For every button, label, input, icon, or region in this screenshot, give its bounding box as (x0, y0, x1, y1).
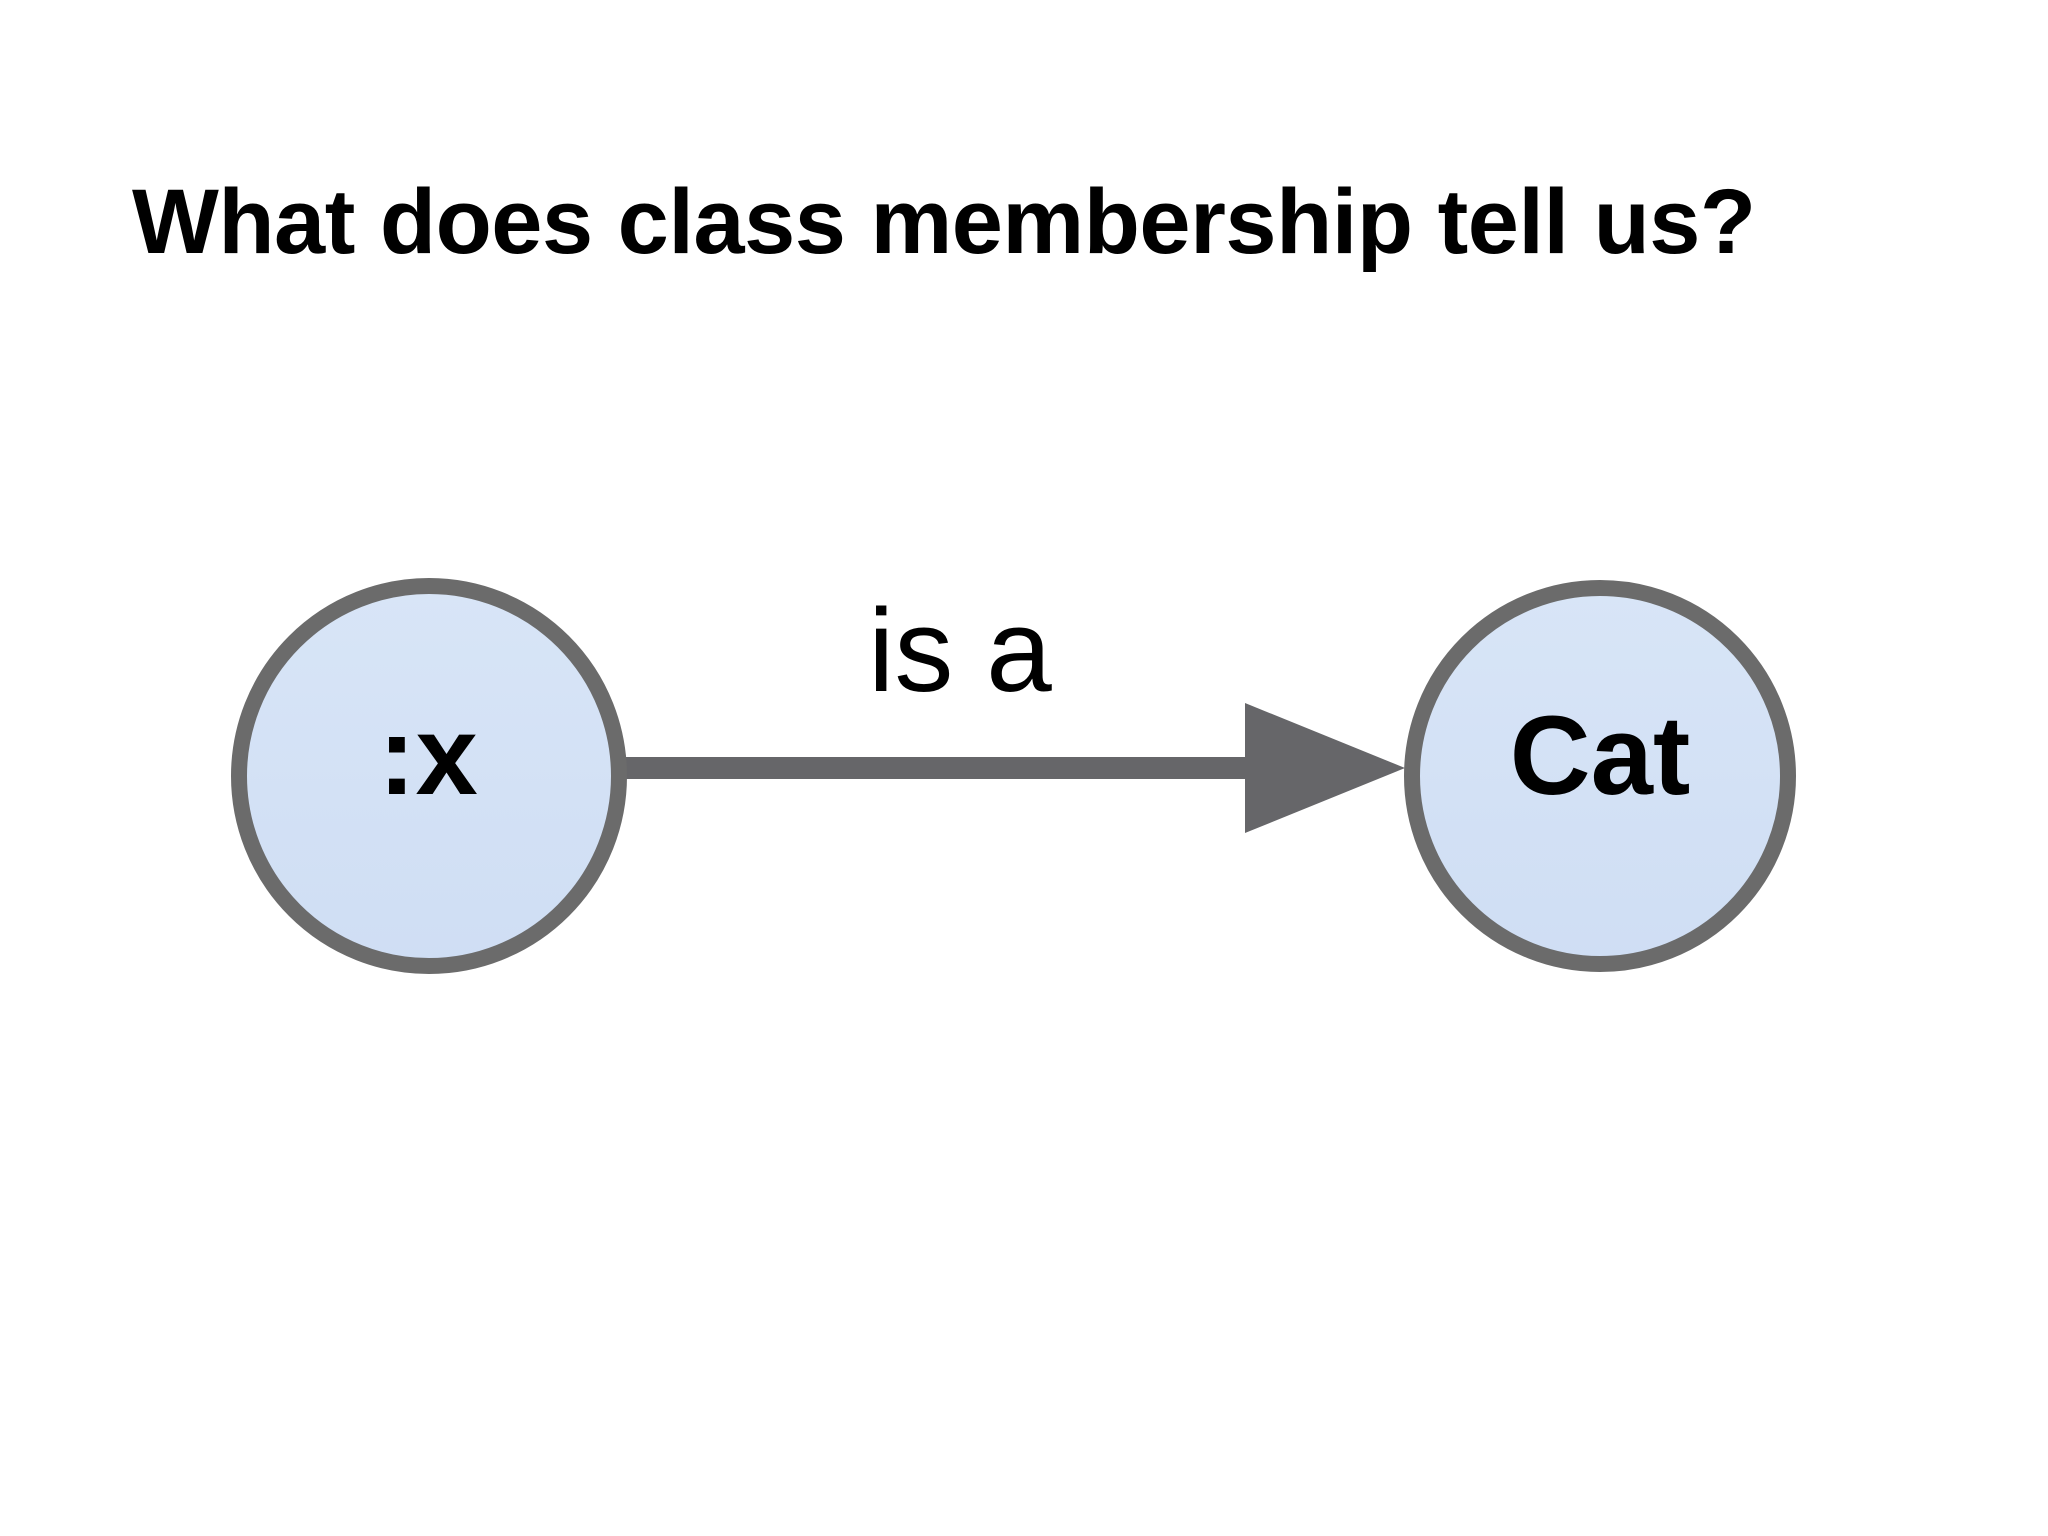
node-subject-label: :x (378, 693, 478, 818)
is-a-edge-arrowhead-icon (1245, 703, 1405, 833)
node-subject-circle[interactable] (231, 578, 627, 974)
page-title: What does class membership tell us? (132, 170, 1756, 273)
is-a-edge-label: is a (868, 585, 1052, 717)
node-object-circle[interactable] (1404, 580, 1796, 972)
node-object-label: Cat (1509, 693, 1691, 818)
